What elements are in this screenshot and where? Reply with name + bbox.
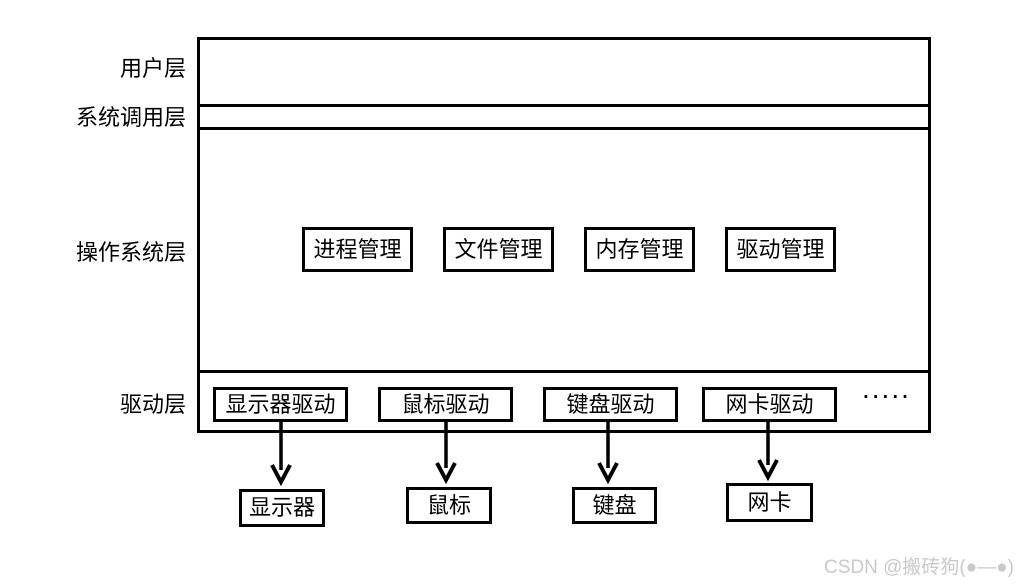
- driver-ellipsis: .....: [862, 373, 911, 404]
- device-box-network: 网卡: [726, 483, 813, 522]
- layer-label-user: 用户层: [119, 56, 186, 81]
- driver-box-keyboard: 键盘驱动: [543, 387, 678, 422]
- layer-label-os: 操作系统层: [75, 240, 186, 265]
- divider-syscall-os: [197, 127, 931, 130]
- divider-user-syscall: [197, 104, 931, 107]
- device-box-mouse: 鼠标: [406, 487, 492, 524]
- os-module-file-management: 文件管理: [443, 227, 554, 272]
- csdn-watermark: CSDN @搬砖狗(●—●): [823, 557, 1014, 578]
- os-module-process-management: 进程管理: [302, 227, 413, 272]
- device-box-keyboard: 键盘: [572, 487, 657, 524]
- driver-box-mouse: 鼠标驱动: [378, 387, 513, 422]
- divider-os-driver: [197, 370, 931, 373]
- os-module-memory-management: 内存管理: [584, 227, 695, 272]
- driver-box-network: 网卡驱动: [702, 387, 837, 422]
- driver-box-display: 显示器驱动: [213, 387, 348, 422]
- layer-label-syscall: 系统调用层: [75, 105, 186, 130]
- os-module-driver-management: 驱动管理: [725, 227, 836, 272]
- layer-label-driver: 驱动层: [119, 392, 186, 417]
- device-box-display: 显示器: [239, 489, 325, 527]
- layers-outer-frame: [197, 37, 931, 433]
